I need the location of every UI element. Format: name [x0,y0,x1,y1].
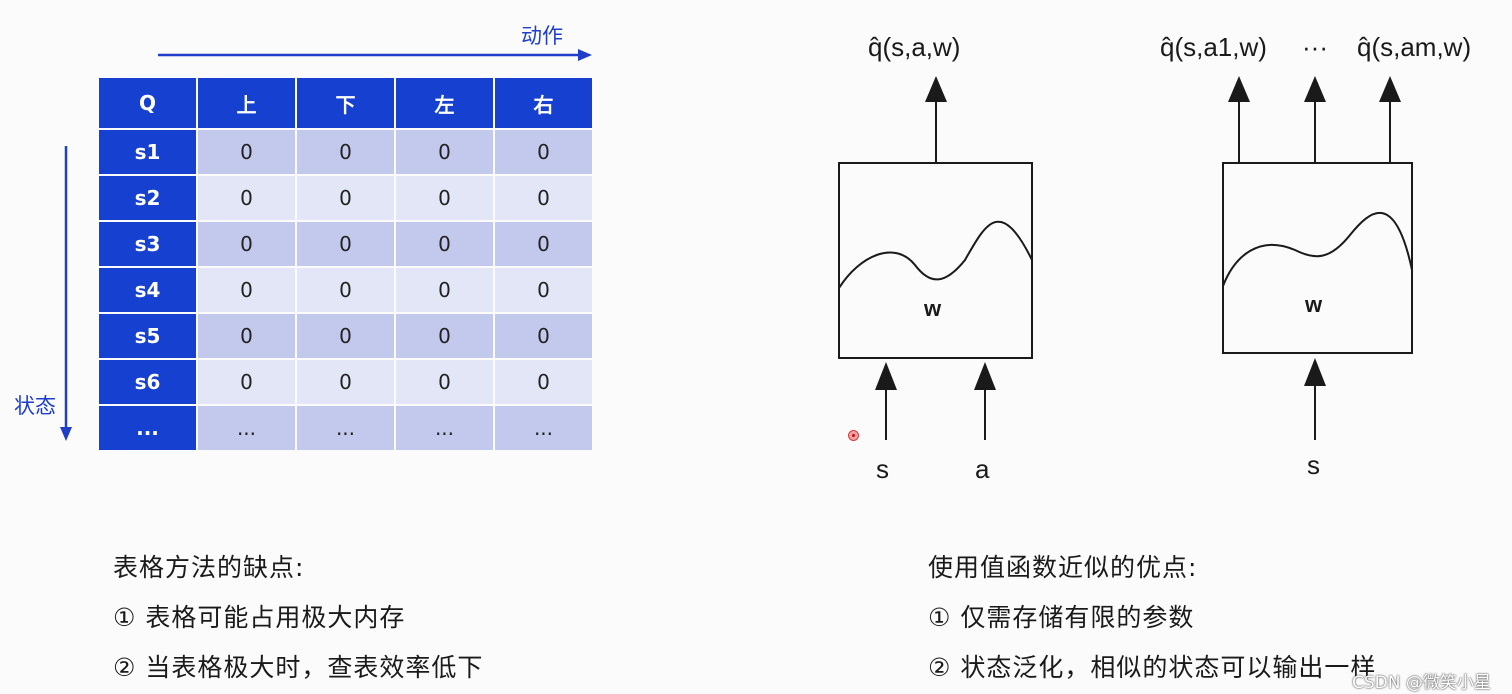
output-arrowhead-2 [1304,76,1326,102]
weight-label-left: w [924,296,942,321]
state-cell: s6 [99,360,196,404]
output-label-left: q̂(s,a,w) [868,32,961,62]
value-cell: ... [297,406,394,450]
input-label-s-right: s [1307,450,1320,480]
weight-label-right: w [1305,292,1323,317]
input-arrowhead-s [875,362,897,390]
value-cell: 0 [495,130,592,174]
value-cell: 0 [198,176,295,220]
input-label-a-left: a [975,454,990,484]
table-row: ... ... ... ... ... [99,406,592,450]
function-box [1222,162,1413,354]
table-row: s1 0 0 0 0 [99,130,592,174]
table-drawbacks-title: 表格方法的缺点: [113,553,305,582]
output-arrowhead-1 [1228,76,1250,102]
table-row: s4 0 0 0 0 [99,268,592,312]
value-cell: 0 [495,360,592,404]
value-cell: ... [198,406,295,450]
state-cell: s1 [99,130,196,174]
cursor-dot [848,430,859,441]
value-cell: 0 [198,360,295,404]
value-cell: 0 [495,314,592,358]
table-row: s5 0 0 0 0 [99,314,592,358]
header-cell-right: 右 [495,78,592,128]
value-cell: 0 [396,360,493,404]
table-drawback-2: ② 当表格极大时，查表效率低下 [113,653,484,682]
table-row: s3 0 0 0 0 [99,222,592,266]
value-cell: 0 [297,314,394,358]
value-cell: 0 [396,268,493,312]
header-cell-down: 下 [297,78,394,128]
value-cell: 0 [297,268,394,312]
value-cell: 0 [297,176,394,220]
output-label-a1: q̂(s,a1,w) [1160,32,1267,62]
table-row: s6 0 0 0 0 [99,360,592,404]
value-cell: 0 [297,360,394,404]
value-cell: ... [396,406,493,450]
approx-diagram-right [1222,76,1413,440]
action-axis-arrowhead [578,49,592,61]
output-label-am: q̂(s,am,w) [1357,32,1472,62]
state-cell: ... [99,406,196,450]
table-drawback-1: ① 表格可能占用极大内存 [113,603,406,632]
state-cell: s3 [99,222,196,266]
q-table-header-row: Q 上 下 左 右 [99,78,592,128]
value-cell: 0 [396,130,493,174]
approx-advantage-2: ② 状态泛化，相似的状态可以输出一样 [928,653,1377,682]
action-axis-label: 动作 [521,24,563,48]
table-row: s2 0 0 0 0 [99,176,592,220]
input-arrowhead-a [974,362,996,390]
state-cell: s2 [99,176,196,220]
value-cell: 0 [495,268,592,312]
output-arrowhead [925,76,947,102]
state-axis-arrowhead [60,427,72,441]
value-cell: 0 [396,176,493,220]
value-cell: 0 [297,222,394,266]
value-cell: 0 [198,268,295,312]
approx-diagram-left [838,76,1033,440]
value-cell: 0 [198,314,295,358]
value-cell: 0 [198,222,295,266]
value-cell: ... [495,406,592,450]
function-curve [1222,211,1413,287]
state-cell: s5 [99,314,196,358]
value-cell: 0 [495,176,592,220]
approx-advantage-1: ① 仅需存储有限的参数 [928,603,1195,632]
input-arrowhead-s [1304,358,1326,386]
header-cell-up: 上 [198,78,295,128]
input-label-s-left: s [876,454,889,484]
output-arrowhead-m [1379,76,1401,102]
value-cell: 0 [396,314,493,358]
value-cell: 0 [297,130,394,174]
state-cell: s4 [99,268,196,312]
function-box [838,162,1033,359]
table-axes [60,49,592,441]
value-cell: 0 [495,222,592,266]
value-cell: 0 [396,222,493,266]
state-axis-label: 状态 [14,394,56,418]
approx-advantages-title: 使用值函数近似的优点: [928,553,1198,582]
value-cell: 0 [198,130,295,174]
function-curve [838,220,1033,289]
header-cell-left: 左 [396,78,493,128]
q-table: Q 上 下 左 右 s1 0 0 0 0 s2 0 0 0 0 s3 0 0 0… [97,76,594,452]
watermark: CSDN @微笑小星 [1352,673,1491,693]
output-label-ellipsis: ··· [1302,32,1328,62]
header-cell-q: Q [99,78,196,128]
